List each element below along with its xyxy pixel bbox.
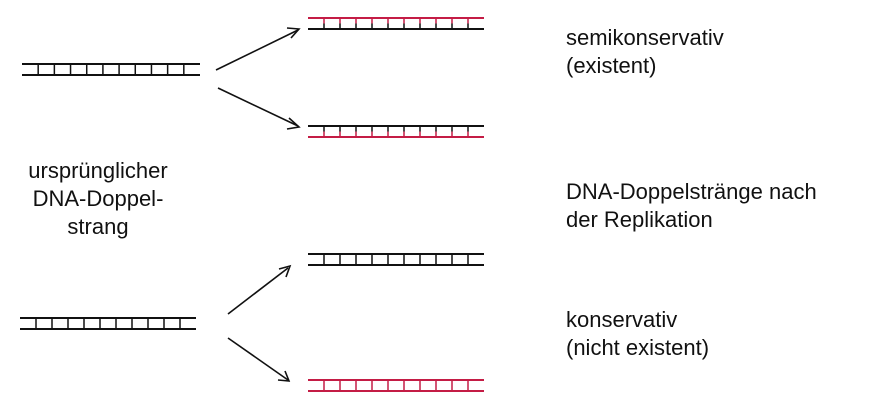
after-replication-label-line-2: der Replikation bbox=[566, 207, 713, 232]
conservative-product-2 bbox=[308, 379, 484, 392]
original-strand-label-line-1: ursprünglicher bbox=[28, 158, 168, 183]
semiconservative-label: semikonservativ (existent) bbox=[566, 24, 866, 80]
original-strand-label: ursprünglicher DNA-Doppel- strang bbox=[0, 157, 196, 241]
original-double-strand-top bbox=[22, 63, 200, 76]
semiconservative-product-2 bbox=[308, 125, 484, 138]
semiconservative-label-line-1: semikonservativ bbox=[566, 25, 724, 50]
arrow-semi-down bbox=[217, 87, 301, 130]
arrow-semi-up bbox=[215, 27, 301, 71]
semiconservative-product-1 bbox=[308, 17, 484, 30]
conservative-label-line-2: (nicht existent) bbox=[566, 335, 710, 360]
original-strand-label-line-2: DNA-Doppel- bbox=[32, 186, 164, 211]
arrow-cons-up bbox=[227, 264, 292, 315]
conservative-product-1 bbox=[308, 253, 484, 266]
semiconservative-label-line-2: (existent) bbox=[566, 53, 657, 78]
after-replication-label: DNA-Doppelstränge nach der Replikation bbox=[566, 178, 875, 234]
conservative-label: konservativ (nicht existent) bbox=[566, 306, 866, 362]
original-strand-label-line-3: strang bbox=[67, 214, 129, 239]
conservative-label-line-1: konservativ bbox=[566, 307, 678, 332]
after-replication-label-line-1: DNA-Doppelstränge nach bbox=[566, 179, 817, 204]
original-double-strand-bottom bbox=[20, 317, 196, 330]
arrow-cons-down bbox=[227, 337, 291, 382]
